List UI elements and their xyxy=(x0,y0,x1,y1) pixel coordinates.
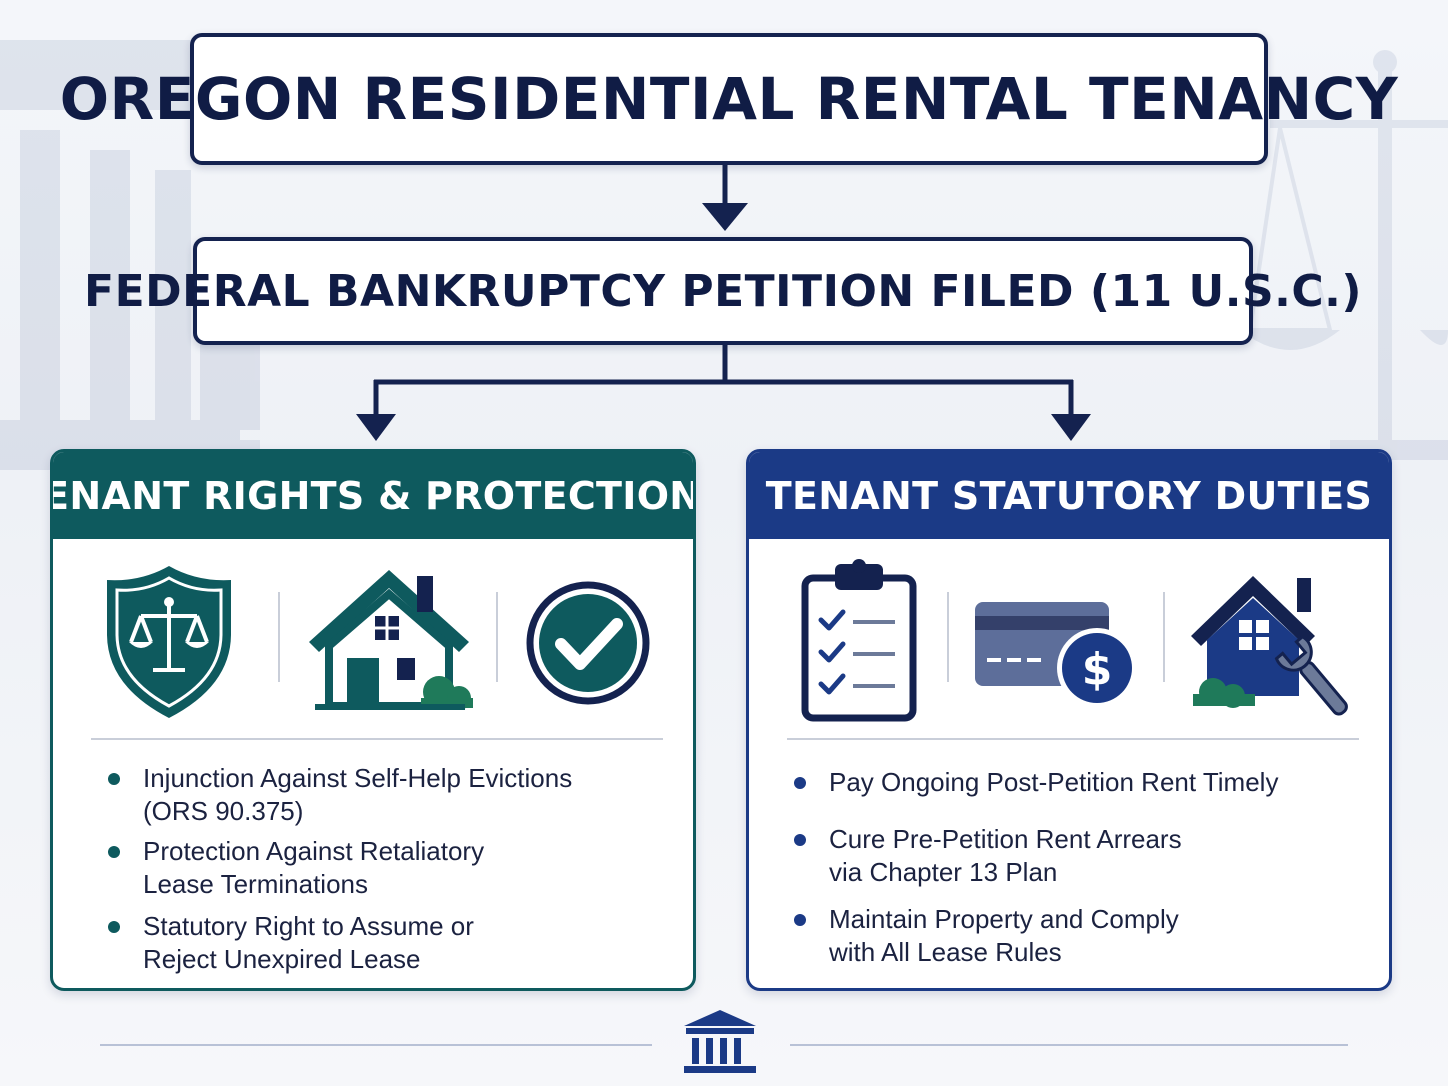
list-item: Statutory Right to Assume or Reject Unex… xyxy=(53,910,693,980)
shield-scales-icon xyxy=(107,566,231,718)
svg-text:$: $ xyxy=(1082,644,1113,695)
house-icon xyxy=(309,570,473,710)
diagram-subtitle-box: FEDERAL BANKRUPTCY PETITION FILED (11 U.… xyxy=(84,237,1361,345)
tenant-duties-divider xyxy=(787,738,1359,740)
diagram-title: OREGON RESIDENTIAL RENTAL TENANCY xyxy=(60,33,1398,165)
list-item: Injunction Against Self-Help Evictions (… xyxy=(53,762,693,832)
house-wrench-icon xyxy=(1191,576,1348,716)
tenant-rights-panel: TENANT RIGHTS & PROTECTIONS xyxy=(50,449,696,991)
tenant-duties-panel: TENANT STATUTORY DUTIES xyxy=(746,449,1392,991)
tenant-rights-divider xyxy=(91,738,663,740)
list-item: Cure Pre-Petition Rent Arrears via Chapt… xyxy=(749,823,1389,893)
footer-divider-left xyxy=(100,1044,652,1046)
tenant-duties-icon-row: $ xyxy=(749,552,1389,722)
tenant-duties-heading: TENANT STATUTORY DUTIES xyxy=(749,452,1389,539)
courthouse-icon xyxy=(684,1010,756,1073)
clipboard-checklist-icon xyxy=(801,559,917,722)
list-item: Pay Ongoing Post-Petition Rent Timely xyxy=(749,766,1389,806)
list-item: Maintain Property and Comply with All Le… xyxy=(749,903,1389,973)
footer-divider-right xyxy=(790,1044,1348,1046)
list-item: Protection Against Retaliatory Lease Ter… xyxy=(53,835,693,905)
credit-card-dollar-icon: $ xyxy=(975,602,1137,708)
checkmark-circle-icon xyxy=(526,581,650,705)
tenant-rights-heading: TENANT RIGHTS & PROTECTIONS xyxy=(53,452,693,539)
tenant-rights-icon-row xyxy=(53,552,693,718)
